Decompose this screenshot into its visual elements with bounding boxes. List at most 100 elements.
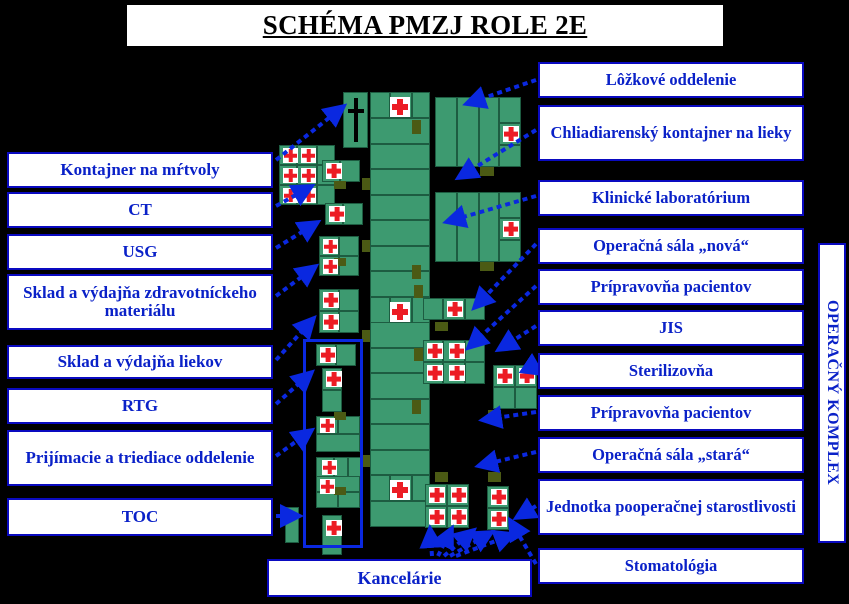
red-cross-icon	[451, 487, 467, 503]
red-cross-icon	[449, 343, 465, 359]
label-pripravovna-pacientov-1[interactable]: Prípravovňa pacientov	[538, 269, 804, 305]
tent-module	[479, 97, 499, 167]
label-stomatologia[interactable]: Stomatológia	[538, 548, 804, 584]
label-lozkove-oddelenie[interactable]: Lôžkové oddelenie	[538, 62, 804, 98]
red-cross-icon	[427, 343, 443, 359]
tent-module	[370, 92, 390, 118]
label-toc[interactable]: TOC	[7, 498, 273, 536]
tent-module	[336, 344, 356, 366]
label-rtg[interactable]: RTG	[7, 388, 273, 424]
page-title-text: SCHÉMA PMZJ ROLE 2E	[262, 10, 588, 40]
tent-module	[317, 185, 335, 205]
red-cross-icon	[449, 365, 465, 381]
label-chliadiarensky-kontajner[interactable]: Chliadiarenský kontajner na lieky	[538, 105, 804, 161]
tent-module	[285, 507, 299, 543]
red-cross-icon	[320, 479, 335, 494]
red-cross-icon	[427, 365, 443, 381]
tent-connector	[334, 487, 346, 495]
label-kontajner-na-mrtvoly[interactable]: Kontajner na mŕtvoly	[7, 152, 273, 188]
tent-module	[499, 192, 521, 218]
tent-module	[515, 387, 537, 409]
red-cross-icon	[390, 302, 410, 322]
tent-module	[370, 475, 390, 501]
label-kancelarie[interactable]: Kancelárie	[267, 559, 532, 597]
label-usg[interactable]: USG	[7, 234, 273, 270]
tent-module	[435, 97, 457, 167]
tent-connector	[334, 258, 346, 266]
label-jis[interactable]: JIS	[538, 310, 804, 346]
tent-module	[370, 322, 430, 348]
label-ct[interactable]: CT	[7, 192, 273, 228]
label-operacna-sala-nova[interactable]: Operačná sála „nová“	[538, 228, 804, 264]
red-cross-icon	[451, 509, 467, 525]
tent-connector	[414, 348, 423, 361]
tent-module	[457, 97, 479, 167]
red-cross-icon	[326, 520, 342, 536]
tent-connector	[334, 181, 346, 189]
red-cross-icon	[491, 511, 507, 527]
red-cross-icon	[390, 480, 410, 500]
label-operacny-komplex-text: OPERAČNÝ KOMPLEX	[824, 300, 841, 486]
red-cross-icon	[283, 168, 298, 183]
tent-module	[465, 362, 485, 384]
tent-module	[338, 492, 360, 508]
label-jednotka-pooperacnej-starostlivosti[interactable]: Jednotka pooperačnej starostlivosti	[538, 479, 804, 535]
red-cross-icon	[503, 221, 519, 237]
tent-module	[423, 298, 443, 320]
red-cross-icon	[491, 489, 507, 505]
tent-module	[340, 160, 360, 182]
tent-module	[370, 195, 430, 220]
red-cross-icon	[329, 206, 345, 222]
tent-module	[370, 501, 430, 527]
red-cross-icon	[429, 487, 445, 503]
tent-module	[479, 192, 499, 262]
tent-module	[499, 145, 521, 167]
tent-connector	[362, 455, 370, 467]
tent-module	[435, 192, 457, 262]
tent-connector	[435, 472, 448, 482]
red-cross-icon	[323, 239, 338, 254]
tent-module	[338, 416, 360, 434]
tent-module	[370, 118, 430, 144]
red-cross-icon	[429, 509, 445, 525]
tent-module	[370, 424, 430, 450]
tent-module	[465, 298, 485, 320]
label-operacna-sala-stara[interactable]: Operačná sála „stará“	[538, 437, 804, 473]
red-cross-icon	[283, 148, 298, 163]
red-cross-icon	[301, 168, 316, 183]
tent-connector	[488, 410, 501, 419]
red-cross-icon	[447, 301, 463, 317]
tent-module	[339, 236, 359, 256]
red-cross-icon	[326, 371, 342, 387]
red-cross-icon	[322, 460, 337, 475]
tent-module	[499, 97, 521, 123]
red-cross-icon	[323, 259, 338, 274]
tent-module	[493, 387, 515, 409]
tent-module	[322, 390, 342, 412]
tent-module	[499, 240, 521, 262]
tent-module	[339, 311, 359, 333]
highlight-region	[303, 339, 363, 548]
label-pripravovna-pacientov-2[interactable]: Prípravovňa pacientov	[538, 395, 804, 431]
tent-connector	[362, 330, 370, 342]
crucifix-icon	[348, 98, 364, 142]
tent-module	[370, 246, 430, 271]
label-sklad-liekov[interactable]: Sklad a výdajňa liekov	[7, 345, 273, 379]
label-klinicke-laboratorium[interactable]: Klinické laboratórium	[538, 180, 804, 216]
tent-module	[339, 289, 359, 311]
tent-module	[343, 203, 363, 225]
tent-connector	[362, 178, 370, 190]
red-cross-icon	[301, 188, 316, 203]
tent-module	[465, 340, 485, 362]
tent-module	[370, 169, 430, 195]
tent-module	[457, 192, 479, 262]
red-cross-icon	[323, 292, 339, 308]
tent-module	[412, 92, 430, 118]
label-prijimacie-triediace-oddelenie[interactable]: Prijímacie a triediace oddelenie	[7, 430, 273, 486]
label-sterilizovna[interactable]: Sterilizovňa	[538, 353, 804, 389]
tent-module	[316, 434, 360, 452]
label-sklad-zdravotnickeho-materialu[interactable]: Sklad a výdajňa zdravotníckeho materiálu	[7, 274, 273, 330]
red-cross-icon	[503, 126, 519, 142]
tent-connector	[480, 262, 494, 271]
